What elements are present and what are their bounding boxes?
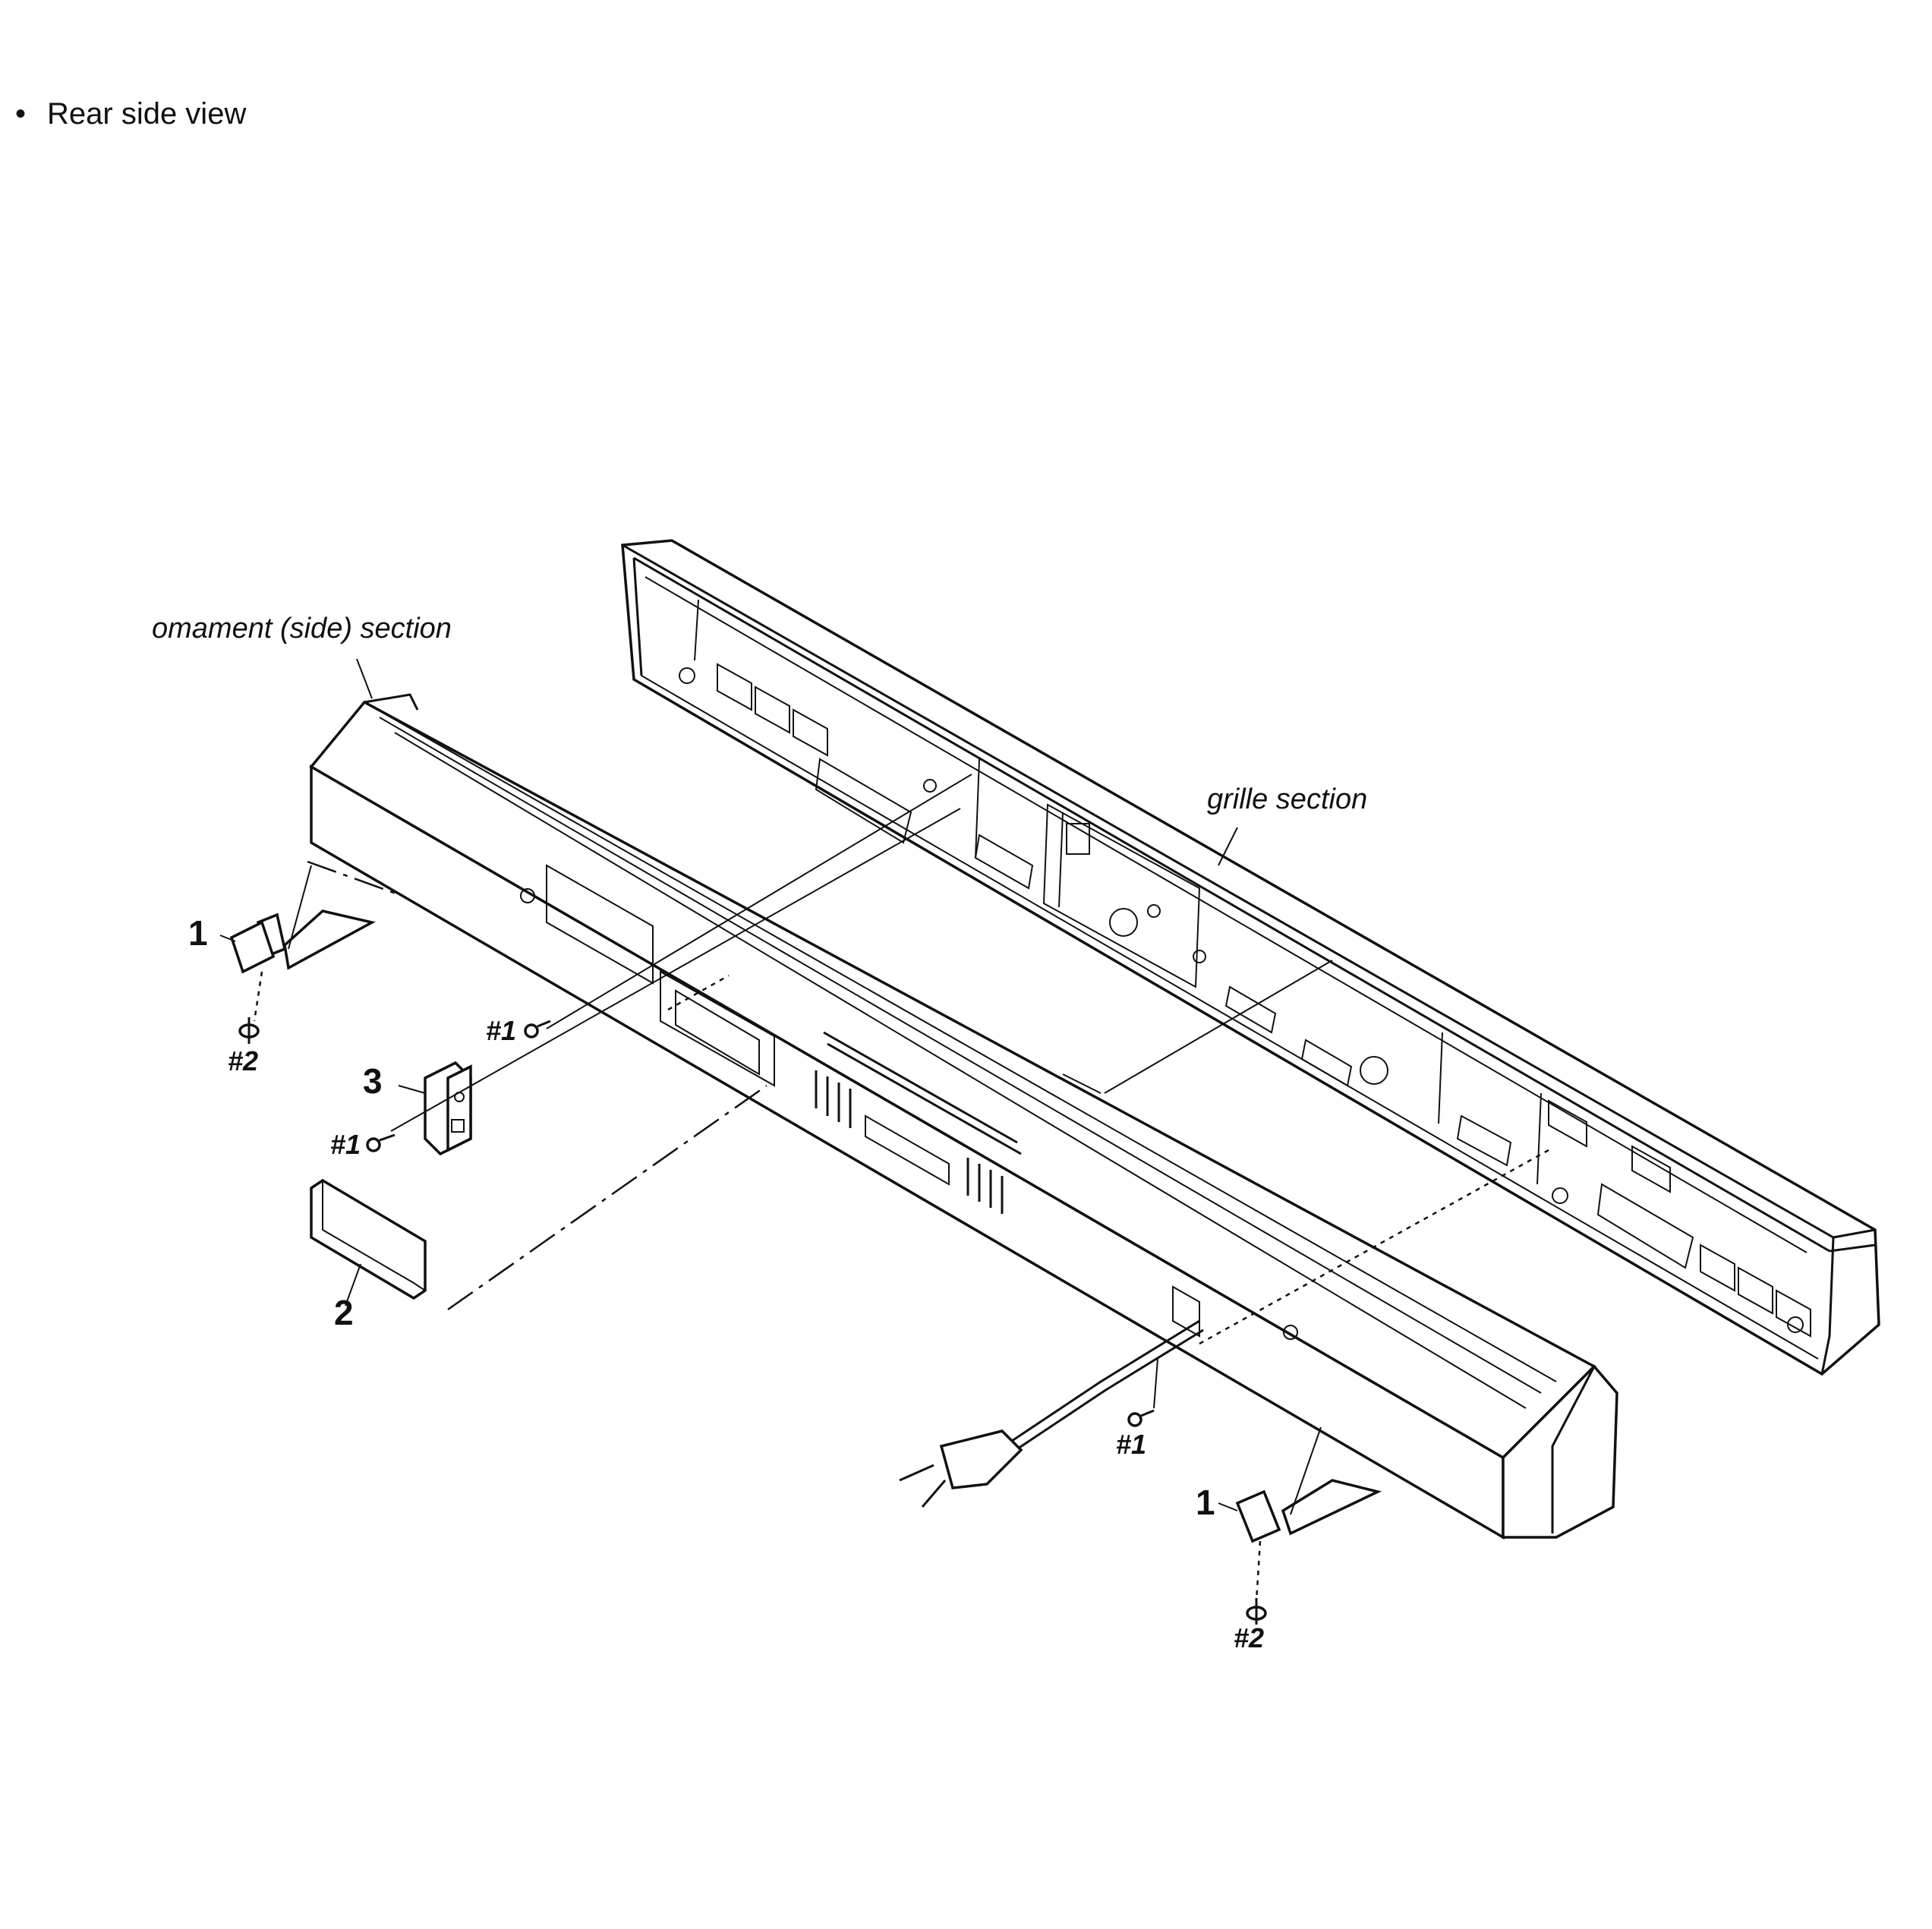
part-1-right-foot xyxy=(1235,1426,1382,1603)
label-part-1-right: 1 xyxy=(1196,1483,1215,1522)
screw-1-left-lower xyxy=(366,1133,396,1152)
leader-lines xyxy=(219,658,1238,1511)
label-screw-1-lower: #1 xyxy=(330,1129,361,1160)
label-grille-section: grille section xyxy=(1207,783,1367,815)
label-screw-1-right: #1 xyxy=(1116,1429,1146,1460)
label-part-2: 2 xyxy=(334,1293,354,1332)
part-2-cover xyxy=(310,1178,427,1306)
bullet: • xyxy=(15,97,27,131)
page-header: • Rear side view xyxy=(15,97,246,131)
grille-section-bar xyxy=(621,539,1880,1376)
label-ornament-section: omament (side) section xyxy=(152,613,452,645)
label-part-3: 3 xyxy=(363,1061,383,1101)
screws xyxy=(238,1017,1267,1625)
screw-1-right xyxy=(1127,1409,1155,1427)
label-screw-1-upper: #1 xyxy=(486,1015,516,1046)
screw-2-left xyxy=(238,1017,260,1044)
power-cord xyxy=(899,1319,1204,1508)
header-title: Rear side view xyxy=(47,97,247,131)
screw-1-left-upper xyxy=(524,1020,551,1039)
part-3-bracket xyxy=(398,1061,472,1156)
label-screw-2-right: #2 xyxy=(1234,1622,1264,1653)
ornament-section-bar xyxy=(309,693,1618,1540)
screw-2-right xyxy=(1246,1598,1267,1625)
vent-grille xyxy=(815,1031,1022,1214)
label-part-1-left: 1 xyxy=(188,913,208,953)
part-1-left-foot xyxy=(229,865,376,1022)
alignment-lines xyxy=(307,774,1549,1409)
label-screw-2-left: #2 xyxy=(228,1045,258,1076)
